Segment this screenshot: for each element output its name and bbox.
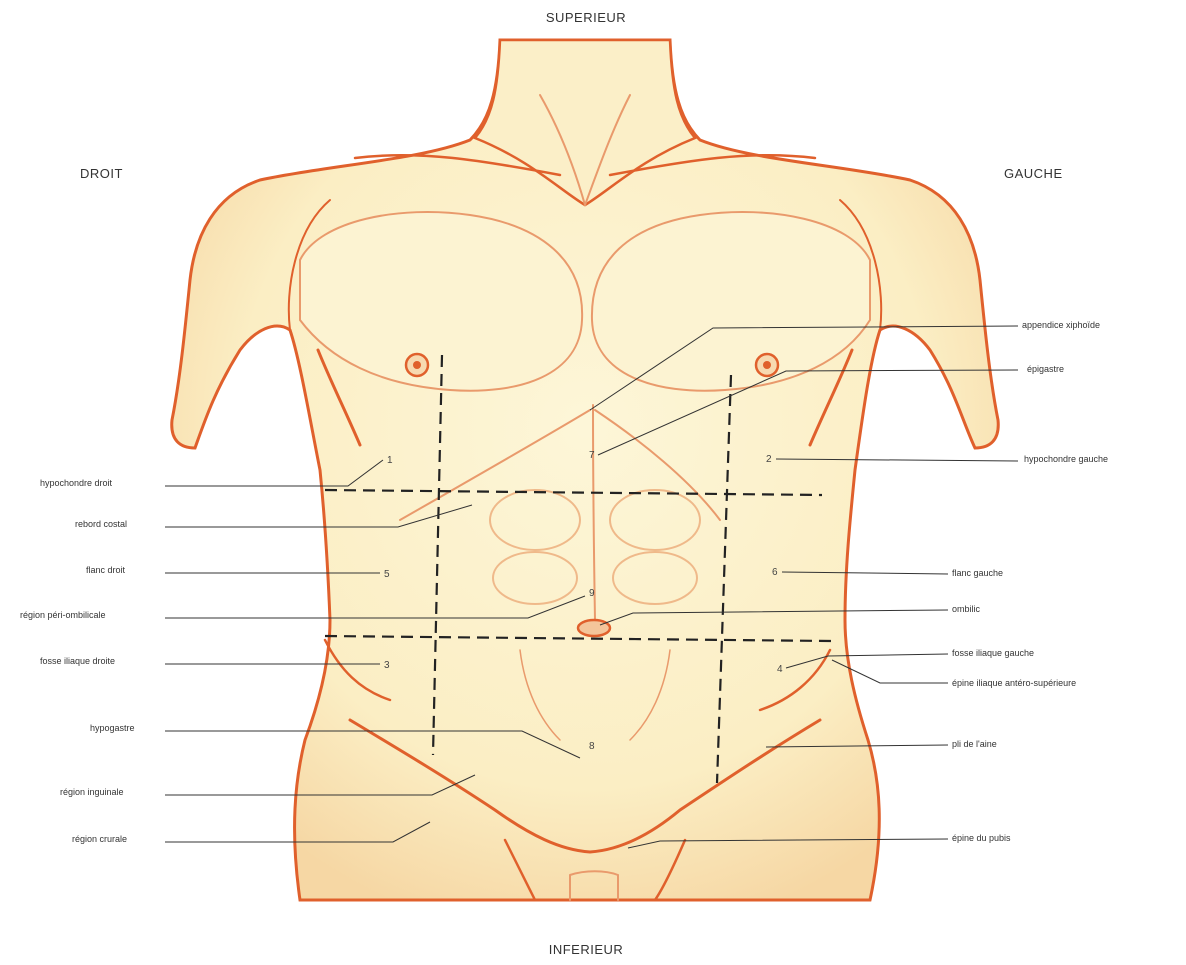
label-hypochondre-gauche: hypochondre gauche xyxy=(1024,454,1108,464)
region-number-6: 6 xyxy=(772,567,778,578)
label-ombilic: ombilic xyxy=(952,604,981,614)
region-number-2: 2 xyxy=(766,454,772,465)
region-number-8: 8 xyxy=(589,741,595,752)
label-appendice-xiphoide: appendice xiphoïde xyxy=(1022,320,1100,330)
label-hypochondre-droit: hypochondre droit xyxy=(40,478,113,488)
label-region-crurale: région crurale xyxy=(72,834,127,844)
label-rebord-costal: rebord costal xyxy=(75,519,127,529)
region-number-9: 9 xyxy=(589,588,595,599)
orientation-left: DROIT xyxy=(80,166,123,181)
label-region-peri-ombilicale: région péri-ombilicale xyxy=(20,610,106,620)
region-number-7: 7 xyxy=(589,450,595,461)
label-hypogastre: hypogastre xyxy=(90,723,135,733)
label-epine-du-pubis: épine du pubis xyxy=(952,833,1011,843)
label-fosse-iliaque-gauche: fosse iliaque gauche xyxy=(952,648,1034,658)
region-number-4: 4 xyxy=(777,664,783,675)
region-number-1: 1 xyxy=(387,455,393,466)
orientation-top: SUPERIEUR xyxy=(546,10,626,25)
region-number-5: 5 xyxy=(384,569,390,580)
label-fosse-iliaque-droite: fosse iliaque droite xyxy=(40,656,115,666)
label-epine-iliaque: épine iliaque antéro-supérieure xyxy=(952,678,1076,688)
label-epigastre: épigastre xyxy=(1027,364,1064,374)
orientation-right: GAUCHE xyxy=(1004,166,1063,181)
label-pli-de-l-aine: pli de l'aine xyxy=(952,739,997,749)
region-number-3: 3 xyxy=(384,660,390,671)
label-flanc-gauche: flanc gauche xyxy=(952,568,1003,578)
umbilicus xyxy=(578,620,610,636)
label-region-inguinale: région inguinale xyxy=(60,787,124,797)
orientation-bottom: INFERIEUR xyxy=(549,942,624,957)
torso-illustration xyxy=(172,40,999,900)
label-flanc-droit: flanc droit xyxy=(86,565,126,575)
